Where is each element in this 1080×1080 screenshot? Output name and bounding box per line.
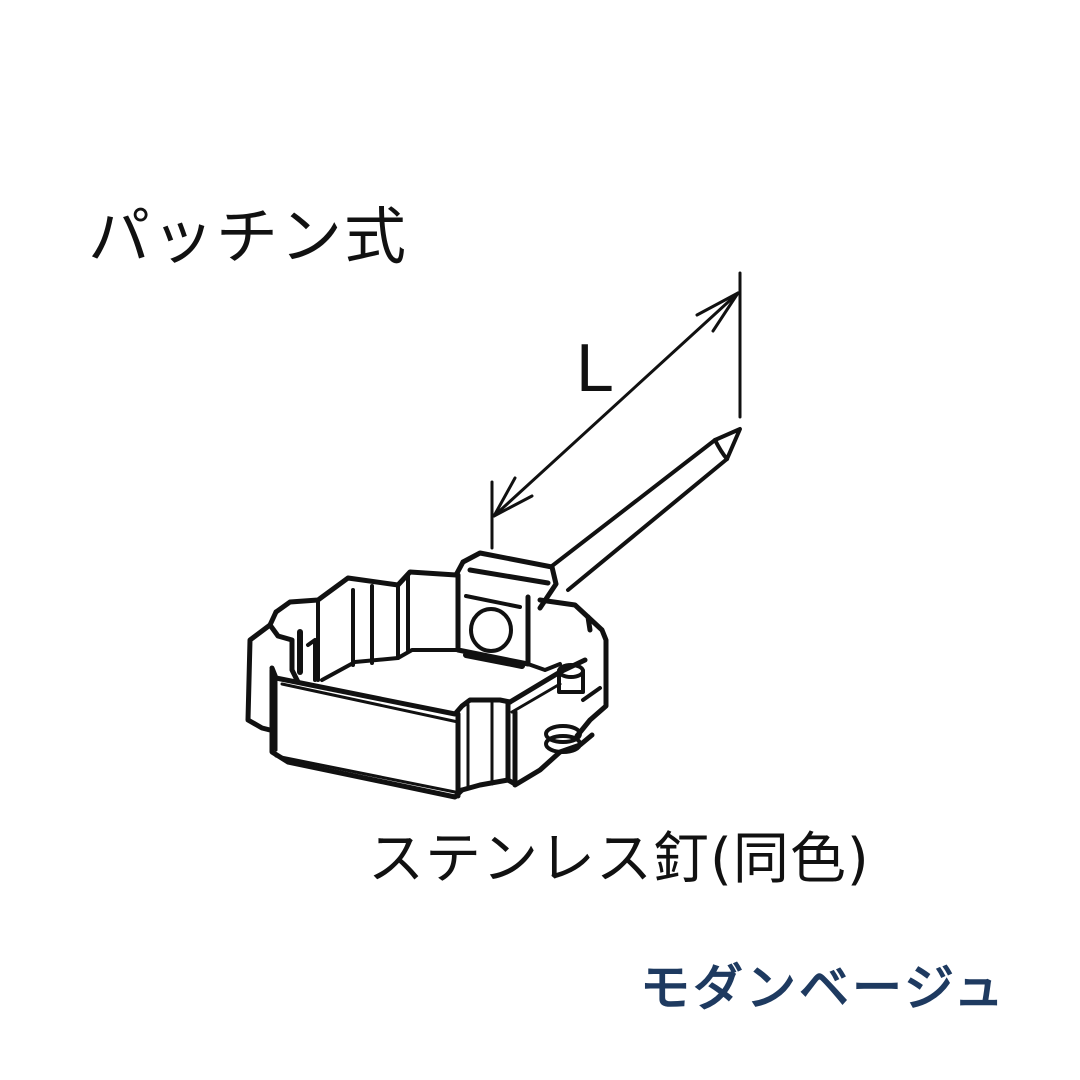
stainless-nail-label: ステンレス釘(同色)	[368, 827, 870, 892]
length-dimension-label: L	[576, 330, 614, 406]
length-dimension	[492, 273, 740, 548]
mount-type-title: パッチン式	[88, 200, 409, 273]
gutter-bracket-drawing	[248, 553, 606, 797]
color-name-label: モダンベージュ	[640, 959, 1007, 1017]
stainless-nail-drawing	[552, 429, 740, 590]
